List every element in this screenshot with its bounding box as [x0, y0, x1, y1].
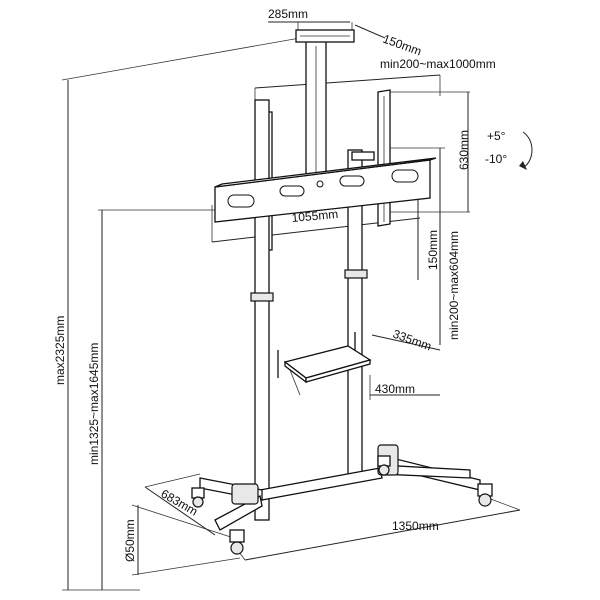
label-center-height: min1325~max1645mm: [87, 343, 101, 465]
label-shelf-width: 430mm: [375, 382, 415, 396]
label-wheel-diameter: Ø50mm: [123, 519, 137, 562]
label-top-plate-depth: 150mm: [381, 32, 423, 59]
caster-front-right: [477, 483, 493, 507]
label-base-width: 1350mm: [392, 519, 439, 533]
tilt-arrowhead-icon: [519, 161, 527, 170]
label-tilt-up: +5°: [487, 129, 506, 143]
label-tilt-down: -10°: [485, 152, 507, 166]
label-vesa-vertical: 630mm: [457, 130, 471, 170]
label-vesa-vertical-range: min200~max604mm: [447, 231, 461, 340]
column-posts: [250, 29, 375, 521]
caster-front-left: [229, 529, 245, 555]
dimension-lines: [61, 21, 521, 591]
label-top-plate-width: 285mm: [268, 7, 308, 21]
shelf: [277, 332, 372, 384]
label-total-height: max2325mm: [53, 316, 67, 385]
label-vesa-horizontal: min200~max1000mm: [380, 57, 496, 71]
label-vertical-adjust: 150mm: [426, 230, 440, 270]
tilt-arrow-icon: [522, 131, 533, 169]
caster-back-right: [377, 455, 391, 476]
label-bracket-width: 1055mm: [291, 207, 339, 225]
label-shelf-depth: 335mm: [391, 327, 433, 354]
casters: [191, 455, 493, 555]
base: [199, 444, 481, 531]
caster-back-left: [191, 487, 205, 508]
horizontal-bracket: [214, 157, 437, 223]
